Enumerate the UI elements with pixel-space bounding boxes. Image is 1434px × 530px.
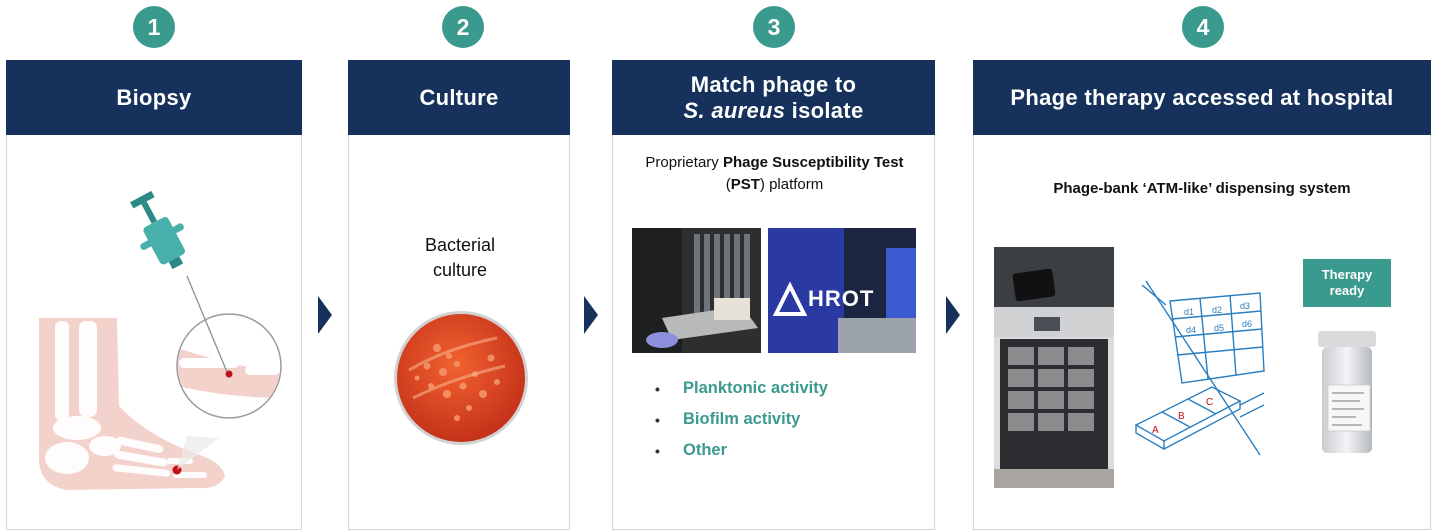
species-name: S. aureus (683, 97, 786, 123)
panel-header: Culture (348, 60, 570, 135)
dispensing-system-label: Phage-bank ‘ATM-like’ dispensing system (1053, 180, 1351, 197)
panel-title: Biopsy (116, 84, 192, 110)
bullet-icon: • (655, 380, 660, 397)
step-match-panel: Match phage to S. aureus isolate Proprie… (612, 60, 935, 530)
list-item: •Planktonic activity (655, 379, 828, 397)
pst-platform-description: Proprietary Phage Susceptibility Test (P… (645, 154, 904, 193)
step-2-badge: 2 (442, 6, 484, 48)
dispensing-tray-diagram: d1 d2 d3 d4 d5 d6 A B C (1134, 280, 1265, 456)
phage-vial-photo (1318, 331, 1376, 453)
grid-label: d2 (1212, 305, 1222, 315)
step-biopsy-panel: Biopsy (6, 60, 302, 530)
step-culture-panel: Culture Bacterial culture (348, 60, 570, 530)
grid-label: d4 (1186, 325, 1196, 335)
panel-title-line2: S. aureus isolate (683, 97, 864, 123)
petri-dish-image (394, 311, 528, 445)
hrot-device-photo: HROT (768, 228, 916, 353)
device-brand-label: HROT (808, 286, 875, 311)
step-therapy-panel: Phage therapy accessed at hospital Phage… (973, 60, 1431, 530)
culture-caption: Bacterial culture (424, 235, 496, 280)
panel-title: Phage therapy accessed at hospital (1010, 84, 1394, 110)
step-3-badge: 3 (753, 6, 795, 48)
step-4-badge: 4 (1182, 6, 1224, 48)
tray-label: A (1152, 425, 1159, 436)
lab-robot-photo (632, 228, 761, 353)
therapy-ready-badge: Therapy ready (1303, 259, 1391, 307)
grid-label: d3 (1240, 301, 1250, 311)
tray-label: C (1206, 397, 1213, 408)
panel-title: Culture (419, 84, 499, 110)
tray-label: B (1178, 411, 1185, 422)
arrow-right-icon (946, 296, 960, 334)
arrow-right-icon (318, 296, 332, 334)
panel-header: Phage therapy accessed at hospital (973, 60, 1431, 135)
bullet-icon: • (655, 411, 660, 428)
list-item: •Other (655, 441, 728, 459)
panel-header: Match phage to S. aureus isolate (612, 60, 935, 135)
panel-title-line1: Match phage to (690, 71, 857, 97)
arrow-right-icon (584, 296, 598, 334)
grid-label: d5 (1214, 323, 1224, 333)
grid-label: d1 (1184, 307, 1194, 317)
list-item: •Biofilm activity (655, 410, 801, 428)
panel-header: Biopsy (6, 60, 302, 135)
grid-label: d6 (1242, 319, 1252, 329)
step-1-badge: 1 (133, 6, 175, 48)
hrot-logo-icon (772, 281, 808, 316)
foot-biopsy-illustration (39, 190, 282, 490)
phage-atm-photo (994, 247, 1114, 488)
phage-activity-list: •Planktonic activity •Biofilm activity •… (653, 373, 828, 466)
bullet-icon: • (655, 442, 660, 459)
